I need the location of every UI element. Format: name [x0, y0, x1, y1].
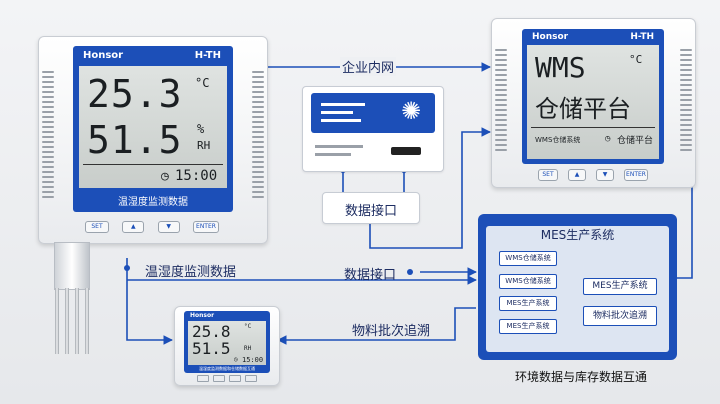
- up-key[interactable]: [213, 375, 225, 382]
- set-key[interactable]: SET: [85, 221, 109, 233]
- left-vent: [495, 49, 507, 154]
- usb-port-icon: [391, 147, 421, 155]
- clock-icon: ◷: [605, 134, 611, 144]
- lcd-screen: 25.3 °C 51.5 % RH ◷ 15:00: [79, 66, 227, 188]
- keypad: [197, 375, 257, 382]
- set-key[interactable]: SET: [538, 169, 558, 181]
- wms-text: WMS: [535, 51, 586, 84]
- brand-label: Honsor: [190, 312, 215, 319]
- router-panel: ✺: [311, 93, 435, 133]
- humidity-value: 51.5: [87, 118, 183, 162]
- left-vent: [42, 71, 54, 201]
- clock-icon: ◷: [161, 169, 169, 184]
- sensor-probe-rods: [55, 288, 89, 354]
- trace-target-box: 物料批次追溯: [583, 306, 657, 326]
- mes-title: MES生产系统: [540, 228, 615, 242]
- data-interface-label: 数据接口: [344, 204, 397, 219]
- display-bezel: Honsor H-TH 25.3 °C 51.5 % RH ◷ 15:00 温湿…: [73, 46, 233, 212]
- down-key[interactable]: ▼: [596, 169, 614, 181]
- small-sensor-device: Honsor 25.8 °C 51.5 RH ◷ 15:00 温湿度监测数据和仓…: [174, 306, 280, 386]
- time-value: 15:00: [242, 356, 264, 364]
- temp-unit: °C: [195, 76, 210, 90]
- enter-key[interactable]: ENTER: [624, 169, 648, 181]
- down-key[interactable]: [229, 375, 241, 382]
- wms-system-text: WMS仓储系统: [535, 136, 581, 144]
- data-interface-box: 数据接口: [322, 192, 420, 224]
- right-wms-device: Honsor H-TH WMS °C 仓储平台 WMS仓储系统 ◷ 仓储平台 S…: [491, 18, 696, 188]
- keypad: SET ▲ ▼ ENTER: [538, 169, 648, 181]
- platform-small-text: 仓储平台: [617, 136, 654, 146]
- right-vent: [680, 49, 692, 154]
- keypad: SET ▲ ▼ ENTER: [85, 221, 219, 233]
- up-key[interactable]: ▲: [568, 169, 586, 181]
- mes-item-mes-1: MES生产系统: [499, 296, 557, 311]
- platform-text: 仓储平台: [535, 95, 631, 123]
- humidity-unit: %: [197, 122, 205, 136]
- footer-caption: 环境数据与库存数据互通: [514, 370, 647, 384]
- humidity-value: 51.5: [192, 339, 231, 358]
- mes-target-box: MES生产系统: [583, 278, 657, 295]
- display-bezel: Honsor 25.8 °C 51.5 RH ◷ 15:00 温湿度监测数据和仓…: [184, 311, 270, 373]
- enter-key[interactable]: ENTER: [192, 221, 219, 233]
- trace-line: [277, 307, 476, 345]
- enterprise-network-label: 企业内网: [340, 57, 397, 76]
- gear-icon: ✺: [400, 97, 422, 125]
- lcd-screen: WMS °C 仓储平台 WMS仓储系统 ◷ 仓储平台: [527, 45, 659, 159]
- router-device: ✺: [302, 86, 444, 172]
- set-key[interactable]: [197, 375, 209, 382]
- right-vent: [252, 71, 264, 201]
- data-interface-mid-label: 数据接口: [344, 268, 397, 283]
- display-bezel: Honsor H-TH WMS °C 仓储平台 WMS仓储系统 ◷ 仓储平台: [522, 29, 664, 164]
- humidity-rh: RH: [197, 139, 211, 152]
- model-label: H-TH: [194, 50, 221, 61]
- time-value: 15:00: [175, 168, 218, 184]
- lcd-divider: [531, 127, 655, 128]
- mes-item-wms-2: WMS仓储系统: [499, 274, 557, 289]
- material-trace-label: 物料批次追溯: [352, 324, 431, 339]
- wms-unit: °C: [629, 53, 643, 66]
- mes-item-wms-1: WMS仓储系统: [499, 251, 557, 266]
- brand-label: Honsor: [532, 32, 569, 42]
- mes-item-mes-2: MES生产系统: [499, 319, 557, 334]
- sensor-probe-body: [54, 242, 90, 290]
- temperature-value: 25.8: [192, 322, 231, 341]
- caption: 温湿度监测数据和仓储数据互通: [199, 366, 255, 371]
- interface-to-wms-line: [369, 127, 491, 249]
- clock-icon: ◷: [234, 356, 238, 363]
- model-label: H-TH: [630, 32, 654, 42]
- left-sensor-device: Honsor H-TH 25.3 °C 51.5 % RH ◷ 15:00 温湿…: [38, 36, 268, 244]
- temp-humidity-data-label: 温湿度监测数据: [145, 265, 237, 280]
- brand-label: Honsor: [83, 50, 124, 61]
- humidity-rh: RH: [244, 345, 252, 352]
- enter-key[interactable]: [245, 375, 257, 382]
- down-key[interactable]: ▼: [157, 221, 180, 233]
- up-key[interactable]: ▲: [122, 221, 145, 233]
- caption: 温湿度监测数据: [118, 197, 188, 208]
- temp-unit: °C: [244, 323, 252, 330]
- temperature-value: 25.3: [87, 72, 183, 116]
- lcd-screen: 25.8 °C 51.5 RH ◷ 15:00: [188, 321, 266, 365]
- lcd-divider: [83, 164, 223, 165]
- left-to-small-line: [126, 258, 173, 345]
